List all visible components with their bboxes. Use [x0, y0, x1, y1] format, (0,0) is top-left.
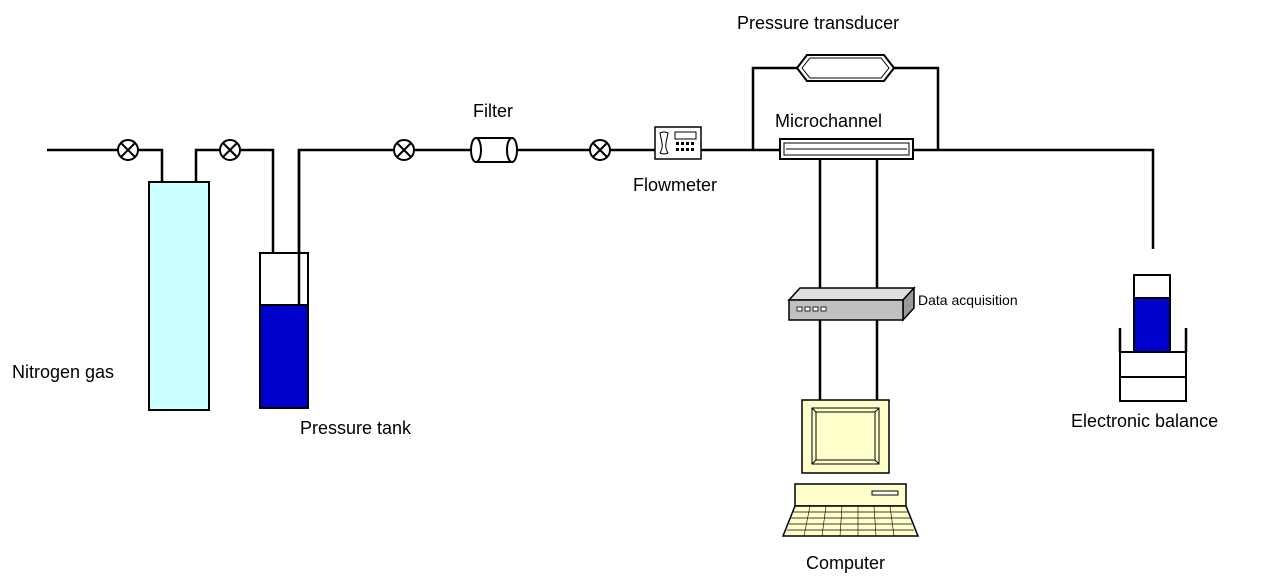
filter-label: Filter	[473, 101, 513, 121]
filter-icon	[470, 137, 518, 163]
pressure-transducer-icon	[795, 54, 896, 82]
valve-icon	[393, 139, 415, 161]
computer-icon	[781, 399, 920, 537]
pressure-transducer-label: Pressure transducer	[737, 13, 899, 33]
microchannel-label: Microchannel	[775, 111, 882, 131]
nitrogen-gas-label: Nitrogen gas	[12, 362, 114, 382]
computer-label: Computer	[806, 553, 885, 573]
main-pipeline	[47, 66, 1155, 305]
valve-icon	[117, 139, 139, 161]
valve-icon	[219, 139, 241, 161]
signal-lines	[818, 159, 879, 400]
flowmeter-label: Flowmeter	[633, 175, 717, 195]
data-acquisition-label: Data acquisition	[918, 292, 1018, 308]
nitrogen-gas-cylinder	[148, 181, 210, 411]
electronic-balance-label: Electronic balance	[1071, 411, 1218, 431]
data-acquisition-icon	[787, 286, 916, 322]
flowmeter-icon	[654, 126, 702, 160]
electronic-balance-icon	[1118, 274, 1188, 402]
valve-icon	[589, 139, 611, 161]
pressure-tank-label: Pressure tank	[300, 418, 412, 438]
microchannel-icon	[779, 138, 914, 160]
pressure-tank	[259, 150, 309, 409]
